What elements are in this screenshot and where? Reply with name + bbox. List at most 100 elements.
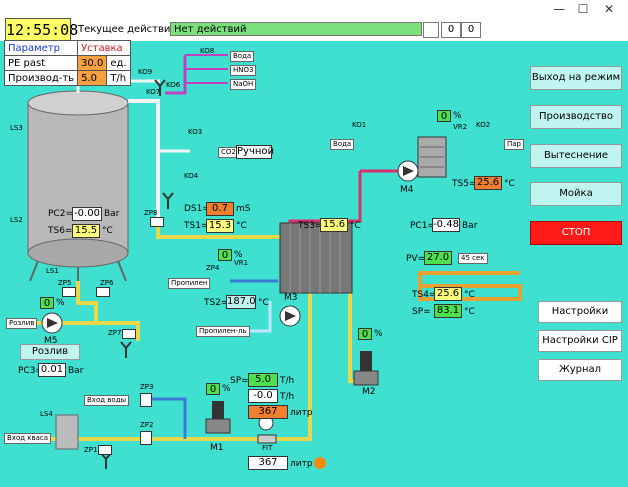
- valve-zp1-icon[interactable]: [98, 445, 112, 455]
- pc3-value: 0.01: [38, 363, 66, 377]
- hold-time-label: 45 сек: [458, 253, 488, 264]
- pc1-unit: Bar: [462, 221, 478, 231]
- ts5-unit: °C: [504, 179, 515, 189]
- setpoint-header: Уставка: [77, 40, 131, 56]
- vr2-percent: 0: [437, 110, 451, 122]
- current-action-value: Нет действий: [170, 22, 422, 36]
- valve-vr1-label[interactable]: VR1: [234, 259, 249, 267]
- displacement-button[interactable]: Вытеснение: [530, 144, 622, 168]
- ts4-value: 25.6: [434, 287, 462, 301]
- valve-zp7-icon[interactable]: [122, 329, 136, 339]
- pump-m4-label[interactable]: M4: [400, 185, 414, 195]
- pump-m2-label[interactable]: M2: [362, 387, 376, 397]
- pc1-value: -0.48: [432, 218, 460, 232]
- sp-label: SP=: [412, 307, 431, 317]
- ts1-value: 15.3: [206, 219, 234, 233]
- wash-button[interactable]: Мойка: [530, 182, 622, 206]
- ts6-unit: °C: [102, 226, 113, 236]
- co2-mode-field[interactable]: Ручной: [236, 145, 275, 159]
- vr1-percent: 0: [218, 249, 232, 261]
- param-value[interactable]: 30.0: [77, 55, 108, 71]
- param-name: PE past: [3, 55, 79, 71]
- current-action-slot: [423, 22, 439, 38]
- process-panel: Параметр Уставка PE past 30.0 ед. Произв…: [0, 40, 628, 487]
- ts2-label: TS2=: [204, 298, 229, 308]
- flow-sp-value[interactable]: 5.0: [248, 373, 278, 387]
- journal-button[interactable]: Журнал: [538, 359, 622, 381]
- pc2-unit: Bar: [104, 209, 120, 219]
- valve-zp8-icon[interactable]: [150, 217, 164, 227]
- flow-pv-unit: T/h: [280, 392, 295, 402]
- propylene-in-label: Пропилен: [168, 278, 211, 289]
- ts2-value: 187.0: [226, 295, 256, 309]
- volume-unit-1: литр: [290, 408, 313, 418]
- kvass-in-label: Вход кваса: [4, 433, 52, 444]
- valve-zp6-icon[interactable]: [96, 287, 110, 297]
- process-diagram: [10, 54, 522, 469]
- settings-cip-button[interactable]: Настройки CIP: [538, 330, 622, 352]
- ts1-unit: °C: [236, 221, 247, 231]
- ds1-value: 0.7: [206, 202, 234, 216]
- exit-to-mode-button[interactable]: Выход на режим: [530, 66, 622, 90]
- stop-button[interactable]: СТОП: [530, 221, 622, 245]
- ts6-label: TS6=: [48, 226, 73, 236]
- params-table: Параметр Уставка PE past 30.0 ед. Произв…: [3, 40, 131, 86]
- valve-zp3-icon[interactable]: [140, 393, 152, 407]
- ts4-label: TS4=: [412, 290, 437, 300]
- flow-pv-value: -0.0: [248, 389, 278, 403]
- valve-zp2-label[interactable]: ZP2: [140, 421, 154, 429]
- counter-b: 0: [461, 22, 481, 38]
- valve-zp8-label[interactable]: ZP8: [144, 209, 158, 217]
- valve-ko4-label[interactable]: KO4: [184, 172, 199, 180]
- ts5-value: 25.6: [474, 176, 502, 190]
- pour-button[interactable]: Розлив: [20, 344, 80, 360]
- pump-m5-label[interactable]: M5: [44, 336, 58, 346]
- valve-ko9-label[interactable]: KO9: [138, 68, 153, 76]
- maximize-icon[interactable]: ☐: [577, 2, 589, 16]
- valve-zp5-label[interactable]: ZP5: [58, 279, 72, 287]
- ts6-value: 15.5: [72, 224, 100, 238]
- valve-ko7-label[interactable]: KO7: [146, 88, 161, 96]
- settings-button[interactable]: Настройки: [538, 301, 622, 323]
- m5-percent: 0: [40, 297, 54, 309]
- param-value[interactable]: 5.0: [77, 70, 108, 86]
- valve-ko2-label[interactable]: KO2: [476, 121, 491, 129]
- m5-percent-unit: %: [56, 298, 65, 308]
- steam-exchanger: [417, 136, 447, 178]
- param-header: Параметр: [3, 40, 79, 56]
- ts4-unit: °C: [464, 290, 475, 300]
- pc1-label: PC1=: [410, 221, 435, 231]
- param-name: Производ-ть: [3, 70, 79, 86]
- valve-zp1-label[interactable]: ZP1: [84, 446, 98, 454]
- valve-ko8-label[interactable]: KO8: [200, 47, 215, 55]
- valve-zp2-icon[interactable]: [140, 431, 152, 445]
- flowmeter-label: FIT: [262, 444, 273, 452]
- pump-m3-label[interactable]: M3: [284, 293, 298, 303]
- valve-vr2-label[interactable]: VR2: [453, 123, 468, 131]
- valve-zp4-label[interactable]: ZP4: [206, 264, 220, 272]
- vr1-percent-unit: %: [234, 250, 243, 260]
- volume-value-1: 367: [248, 405, 288, 419]
- production-button[interactable]: Производство: [530, 105, 622, 129]
- hno3-label: HNO3: [230, 65, 257, 76]
- close-icon[interactable]: ✕: [603, 2, 615, 16]
- sp-unit: °C: [464, 307, 475, 317]
- valve-zp6-label[interactable]: ZP6: [100, 279, 114, 287]
- valve-ko1-label[interactable]: KO1: [352, 121, 367, 129]
- pump-m1-label[interactable]: M1: [210, 443, 224, 453]
- valve-ko3-label[interactable]: KO3: [188, 128, 203, 136]
- tank: [27, 90, 129, 282]
- minimize-icon[interactable]: —: [553, 2, 565, 16]
- pc2-value: -0.00: [72, 207, 102, 221]
- counter-a: 0: [441, 22, 461, 38]
- pour-line-label: Розлив: [6, 318, 38, 329]
- valve-ko6-label[interactable]: KO6: [166, 81, 181, 89]
- valve-zp3-label[interactable]: ZP3: [140, 383, 154, 391]
- valve-zp5-icon[interactable]: [62, 287, 76, 297]
- propylene-out-label: Пропилен-ль: [196, 326, 250, 337]
- valve-zp7-label[interactable]: ZP7: [108, 329, 122, 337]
- sp-value[interactable]: 83.1: [434, 304, 462, 318]
- m2-percent-unit: %: [374, 329, 383, 339]
- steam-label: Пар: [504, 139, 524, 150]
- heat-exchanger: [279, 222, 353, 294]
